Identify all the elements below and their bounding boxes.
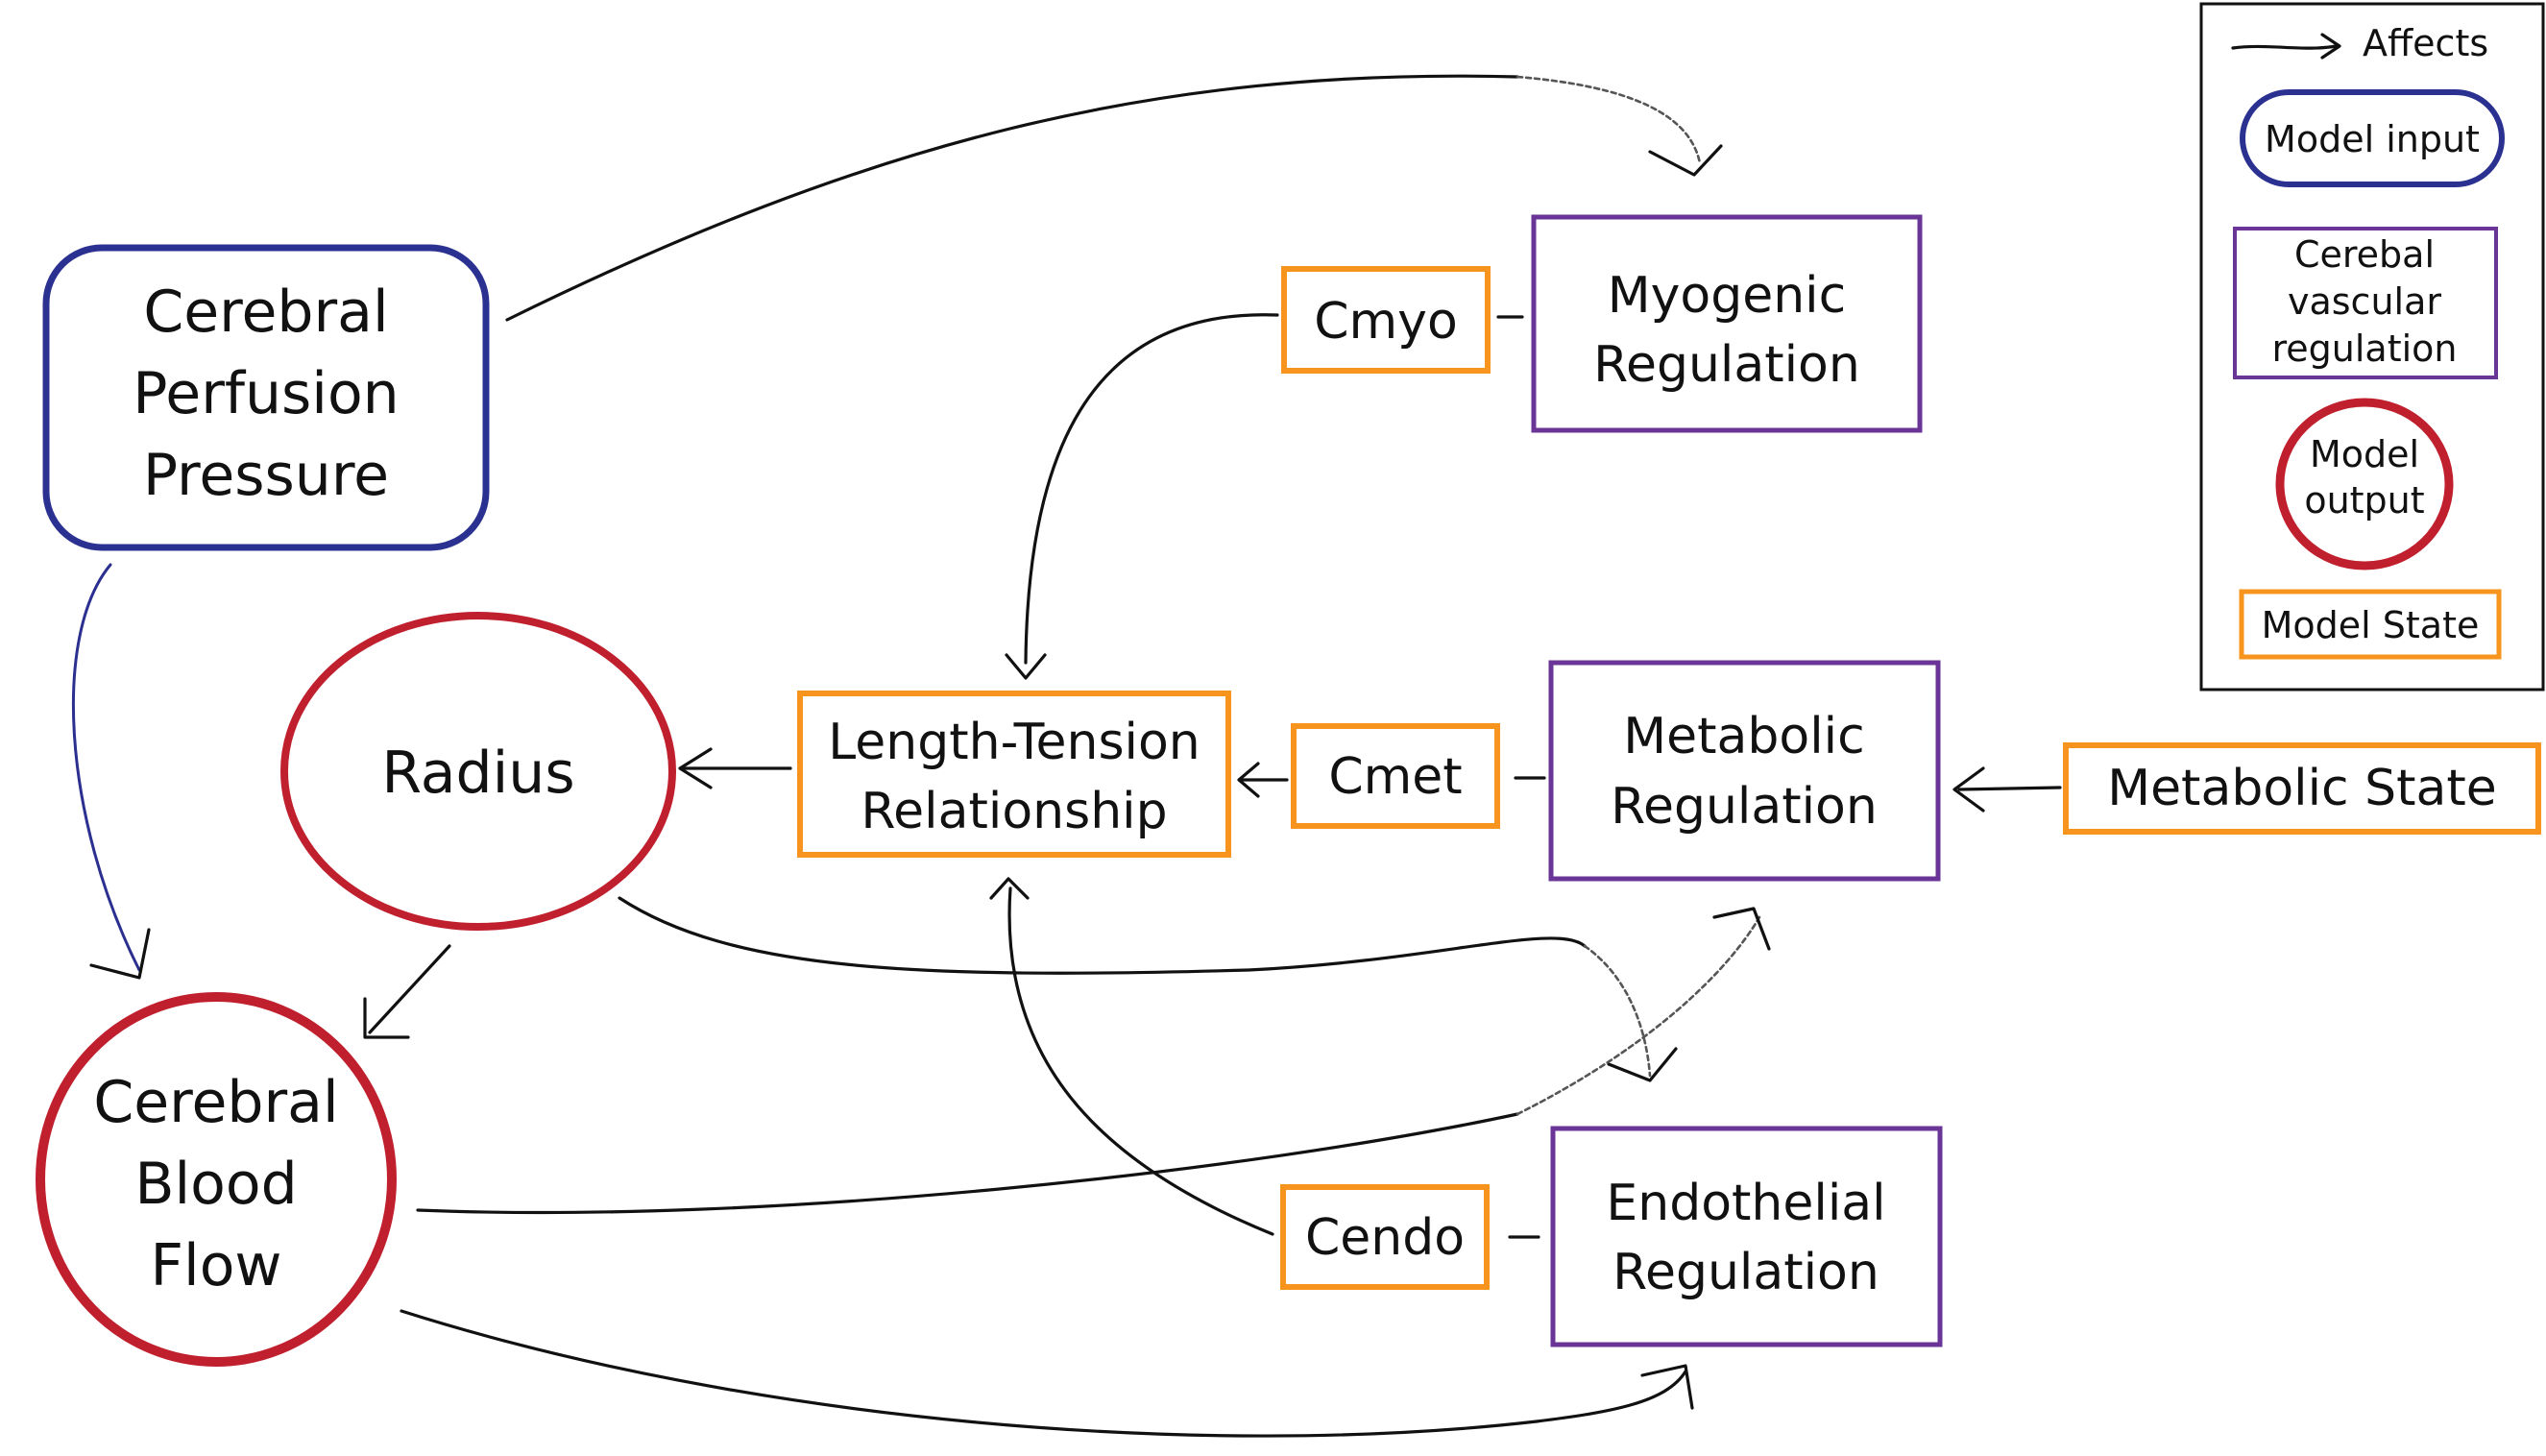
- endothelial-line-2: Regulation: [1612, 1244, 1879, 1301]
- cbf-line-2: Blood: [134, 1151, 297, 1218]
- node-myogenic-regulation: Myogenic Regulation: [1531, 214, 1923, 433]
- legend-model-state: Model State: [2239, 589, 2502, 660]
- legend-model-output-line-2: output: [2304, 479, 2424, 522]
- legend: Affects Model input Cerebal vascular reg…: [2199, 2, 2545, 692]
- arrowhead-myogenic: [1648, 144, 1723, 177]
- node-cmyo: Cmyo: [1281, 266, 1491, 374]
- edge-metabolicstate-to-metabolic: [1957, 786, 2062, 791]
- metabolic-line-1: Metabolic: [1623, 708, 1864, 765]
- edge-radius-to-endothelial-tail: [1583, 944, 1652, 1078]
- arrowhead-radius-from-lt: [678, 747, 713, 789]
- radius-label: Radius: [381, 740, 574, 807]
- edge-cpp-to-myogenic: [505, 74, 1519, 322]
- node-metabolic-regulation: Metabolic Regulation: [1548, 660, 1941, 882]
- arrowhead-lt-from-cmyo: [1005, 653, 1047, 680]
- edge-cendo-to-lt: [1007, 886, 1274, 1236]
- edge-cpp-to-myogenic-tail: [1515, 75, 1702, 165]
- legend-arrow-icon: [2231, 44, 2338, 50]
- cpp-line-1: Cerebral: [143, 279, 388, 346]
- arrowhead-endothelial-from-cbf: [1640, 1364, 1694, 1410]
- legend-affects: Affects: [2231, 22, 2488, 64]
- legend-regulation-line-1: Cerebal: [2294, 233, 2435, 276]
- edges: [72, 74, 2062, 1438]
- cpp-line-2: Perfusion: [133, 360, 399, 427]
- legend-affects-label: Affects: [2363, 22, 2488, 64]
- arrowhead-cbf-from-radius: [363, 997, 410, 1039]
- cendo-label: Cendo: [1305, 1209, 1465, 1267]
- lt-line-1: Length-Tension: [828, 714, 1200, 771]
- edge-cpp-to-cbf: [72, 563, 141, 972]
- myogenic-line-1: Myogenic: [1608, 267, 1846, 325]
- node-cerebral-perfusion-pressure: Cerebral Perfusion Pressure: [42, 244, 490, 551]
- cbf-line-1: Cerebral: [93, 1069, 338, 1136]
- arrowhead-lt-from-cendo: [989, 877, 1030, 900]
- arrowhead-metabolic-from-cbf: [1712, 907, 1771, 951]
- legend-regulation-line-2: vascular: [2288, 280, 2441, 323]
- metabolic-state-label: Metabolic State: [2107, 760, 2497, 817]
- cpp-line-3: Pressure: [143, 442, 389, 509]
- edge-cbf-to-metabolic: [416, 1112, 1519, 1215]
- arrowhead-endothelial-from-radius: [1607, 1047, 1678, 1082]
- node-radius: Radius: [280, 612, 676, 931]
- edge-cbf-to-endothelial: [400, 1309, 1687, 1438]
- lt-line-2: Relationship: [861, 783, 1167, 840]
- legend-model-input-label: Model input: [2265, 118, 2480, 160]
- cmyo-label: Cmyo: [1314, 293, 1458, 351]
- node-cendo: Cendo: [1280, 1184, 1490, 1290]
- legend-arrowhead-icon: [2320, 33, 2341, 60]
- arrowhead-lt-from-cmet: [1237, 762, 1260, 798]
- node-length-tension-relationship: Length-Tension Relationship: [797, 691, 1231, 858]
- legend-model-state-label: Model State: [2262, 604, 2480, 646]
- edge-cbf-to-metabolic-tail: [1515, 915, 1761, 1116]
- legend-model-output: Model output: [2275, 398, 2454, 570]
- myogenic-line-2: Regulation: [1593, 336, 1860, 394]
- legend-model-output-line-1: Model: [2310, 433, 2419, 475]
- edge-radius-to-endothelial: [618, 896, 1587, 975]
- endothelial-line-1: Endothelial: [1606, 1175, 1885, 1232]
- arrowhead-metabolic-from-state: [1952, 766, 1985, 813]
- legend-model-input: Model input: [2240, 89, 2505, 187]
- metabolic-line-2: Regulation: [1611, 778, 1878, 836]
- node-endothelial-regulation: Endothelial Regulation: [1550, 1126, 1943, 1347]
- edge-radius-to-cbf: [368, 944, 451, 1034]
- node-metabolic-state: Metabolic State: [2063, 742, 2541, 835]
- arrowhead-cbf-from-cpp: [89, 928, 151, 980]
- edge-cmyo-to-lt: [1024, 313, 1279, 665]
- legend-regulation-line-3: regulation: [2271, 328, 2457, 370]
- node-cmet: Cmet: [1291, 723, 1500, 829]
- cmet-label: Cmet: [1328, 748, 1462, 806]
- node-cerebral-blood-flow: Cerebral Blood Flow: [36, 992, 397, 1367]
- cbf-line-3: Flow: [151, 1232, 282, 1299]
- legend-regulation: Cerebal vascular regulation: [2233, 227, 2498, 379]
